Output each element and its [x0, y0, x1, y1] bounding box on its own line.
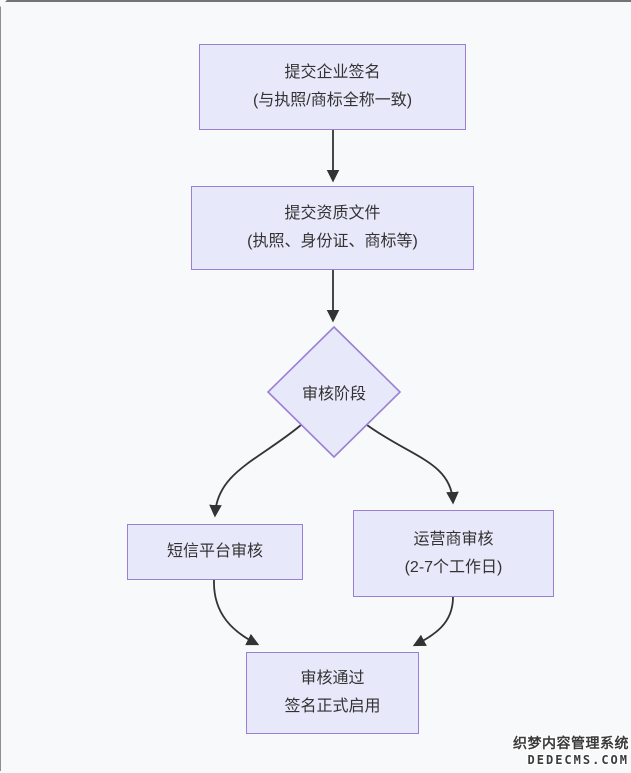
edge-review-stage-to-operator-review: [366, 424, 459, 505]
node-operator-review: 运营商审核 (2-7个工作日): [353, 510, 554, 597]
node-label-line2: (与执照/商标全称一致): [252, 92, 413, 109]
node-label: 审核阶段: [301, 386, 366, 403]
node-label-line2: (执照、身份证、商标等): [247, 233, 418, 250]
node-label-line1: 运营商审核: [413, 530, 494, 548]
node-sms-platform-review: 短信平台审核: [127, 524, 303, 580]
node-label-line1: 提交资质文件: [284, 205, 381, 222]
node-submit-documents: 提交资质文件 (执照、身份证、商标等): [191, 186, 474, 270]
node-label: 短信平台审核: [166, 543, 263, 560]
node-submit-signature: 提交企业签名 (与执照/商标全称一致): [199, 44, 466, 130]
edge-operator-review-to-review-passed: [412, 596, 454, 647]
review-stage-diamond: [266, 325, 402, 459]
node-review-stage: 审核阶段: [264, 376, 404, 408]
window-corner-cut: [0, 0, 7, 7]
watermark-line-en: DEDECMS.COM: [527, 753, 629, 767]
watermark-line-zh: 织梦内容管理系统: [513, 735, 629, 751]
node-review-passed: 审核通过 签名正式启用: [246, 652, 419, 734]
dedecms-watermark: 织梦内容管理系统 DEDECMS.COM: [513, 734, 629, 768]
edge-sms-review-to-review-passed: [213, 579, 260, 646]
node-label-line2: 签名正式启用: [284, 698, 381, 715]
node-label-line1: 审核通过: [300, 670, 365, 687]
node-label-line2: (2-7个工作日): [404, 558, 503, 576]
node-label-line1: 提交企业签名: [284, 64, 381, 81]
edge-review-stage-to-sms-review: [209, 424, 302, 518]
